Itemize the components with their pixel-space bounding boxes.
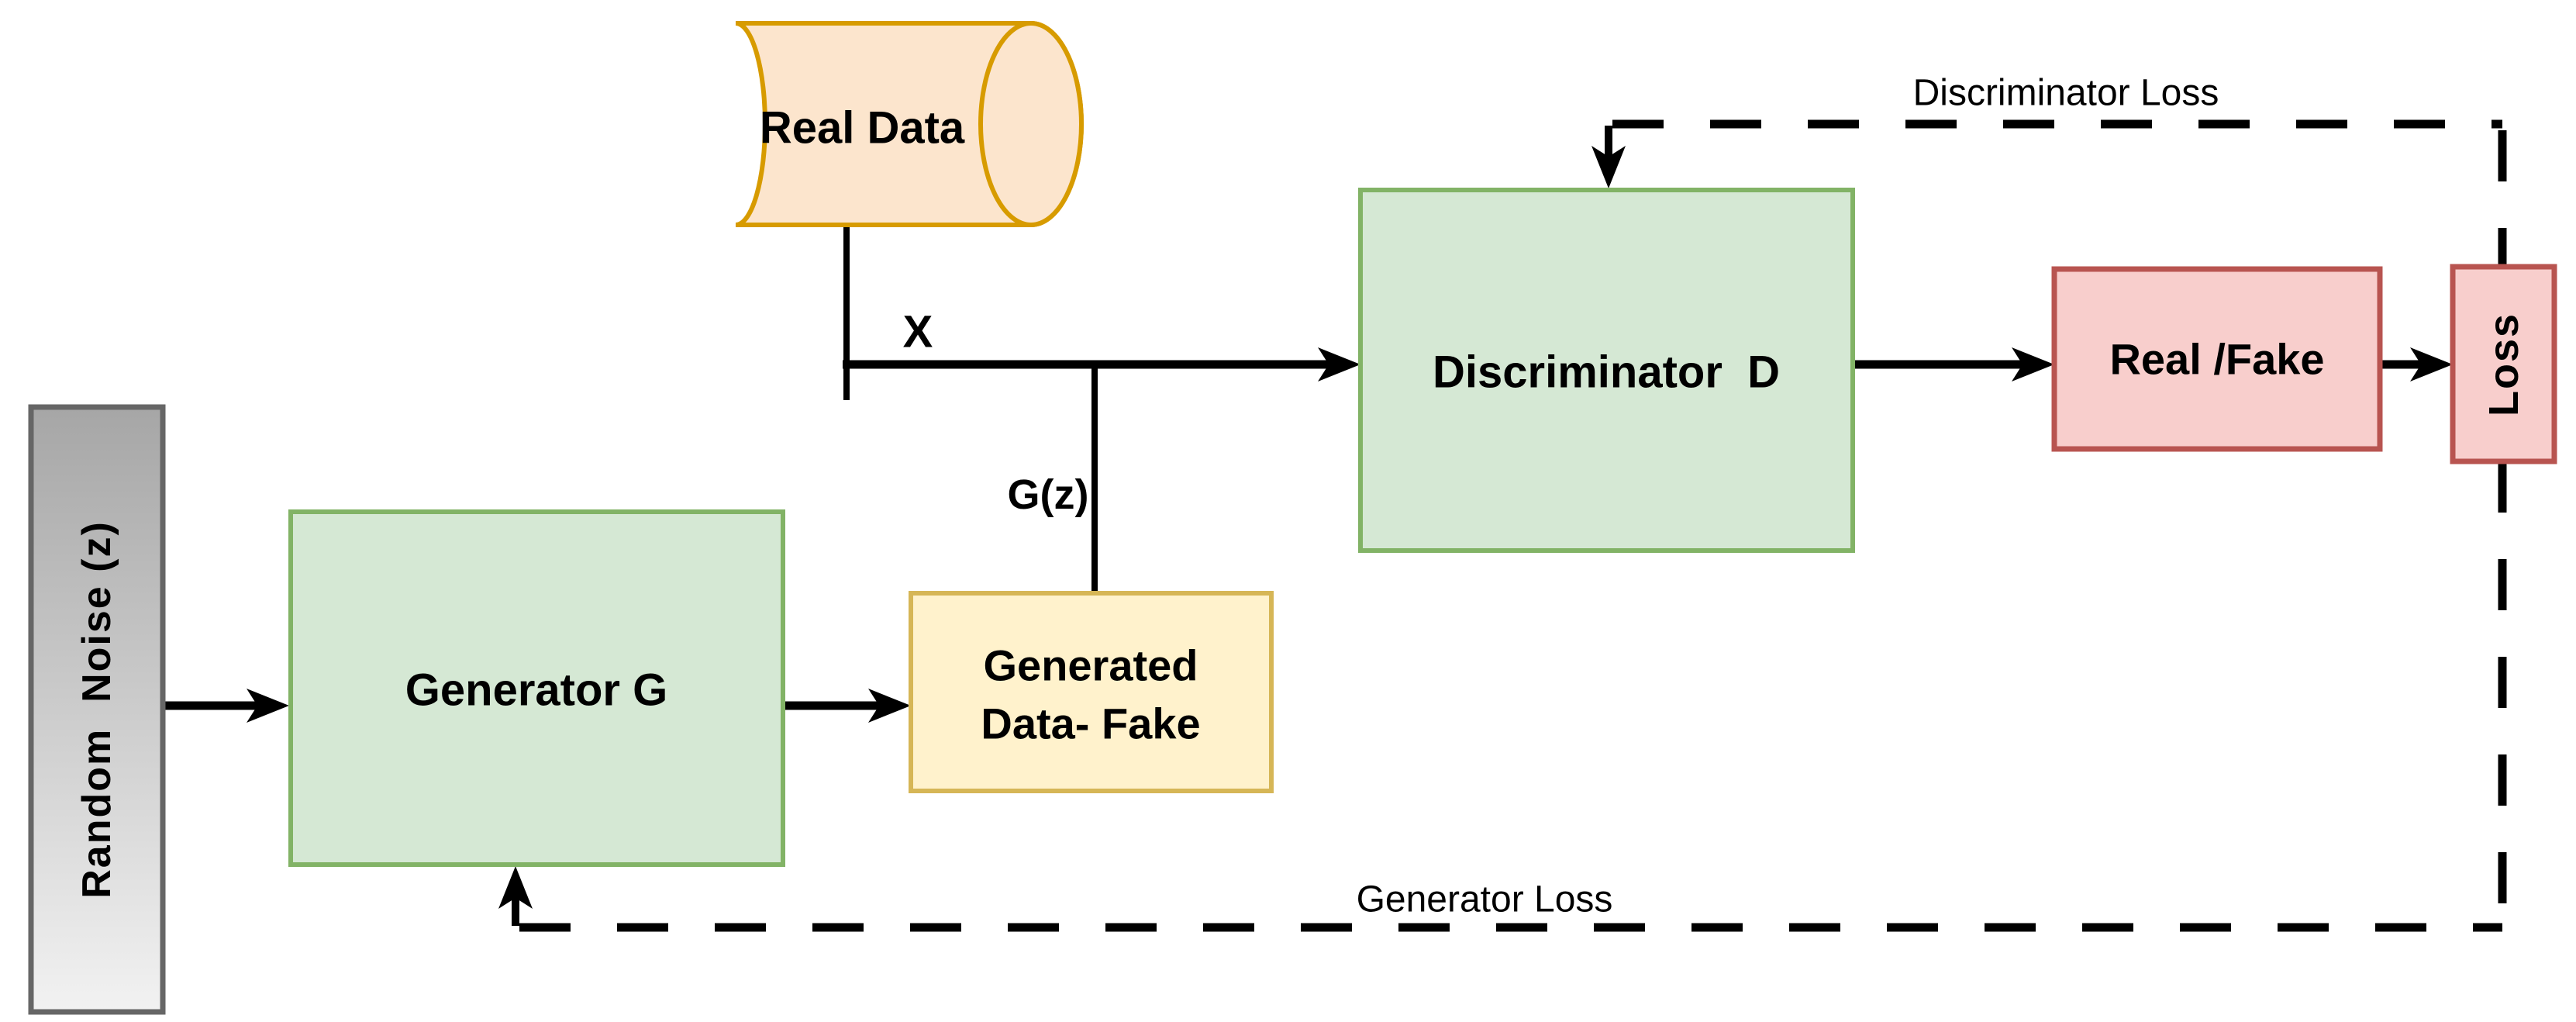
arrowhead-into-discriminator-top	[1591, 146, 1626, 188]
discriminator-label: Discriminator D	[1433, 347, 1780, 398]
loss-box	[2450, 264, 2557, 464]
random-noise-box	[28, 404, 166, 1015]
discriminator-box	[1358, 188, 1855, 553]
gz-label: G(z)	[1008, 471, 1089, 518]
generated-fake-box	[909, 591, 1274, 793]
real-fake-label: Real /Fake	[2109, 335, 2324, 384]
node-discriminator: Discriminator D	[1358, 188, 1855, 553]
loss-label: Loss	[2481, 312, 2527, 416]
node-random-noise: Random Noise (z)	[28, 404, 166, 1015]
arrowhead	[2012, 347, 2054, 382]
generator-box	[288, 509, 785, 867]
node-real-fake: Real /Fake	[2051, 266, 2383, 452]
edge-realfake-to-loss	[2380, 347, 2453, 382]
node-generator: Generator G	[288, 509, 785, 867]
generator-loss-loop: Generator Loss	[498, 461, 2507, 932]
arrowhead-into-generator-bottom	[498, 866, 533, 909]
edge-discriminator-to-realfake	[1853, 347, 2054, 382]
generator-label: Generator G	[405, 665, 667, 716]
generator-loss-label: Generator Loss	[1357, 879, 1613, 920]
arrowhead	[868, 689, 911, 723]
arrowhead	[247, 689, 289, 723]
random-noise-label: Random Noise (z)	[74, 520, 119, 899]
edge-generator-to-fake	[783, 689, 911, 723]
generated-fake-label-line1: Generated	[984, 641, 1198, 690]
node-generated-fake: Generated Data- Fake	[909, 591, 1274, 793]
arrowhead	[2410, 347, 2453, 382]
generated-fake-label-line2: Data- Fake	[981, 699, 1200, 748]
edge-x-to-discriminator: X	[843, 307, 1360, 382]
node-loss: Loss	[2450, 264, 2557, 464]
edge-noise-to-generator	[164, 689, 289, 723]
discriminator-loss-loop: Discriminator Loss	[1591, 73, 2507, 267]
arrowhead	[1318, 347, 1360, 382]
discriminator-loss-label: Discriminator Loss	[1913, 73, 2219, 114]
edge-gz-to-fake: G(z)	[1008, 364, 1098, 593]
x-label: X	[903, 307, 933, 357]
node-real-data: Real Data	[735, 21, 1084, 227]
real-data-label: Real Data	[760, 103, 965, 154]
real-data-cylinder-cap	[978, 21, 1084, 227]
real-fake-box	[2051, 266, 2383, 452]
